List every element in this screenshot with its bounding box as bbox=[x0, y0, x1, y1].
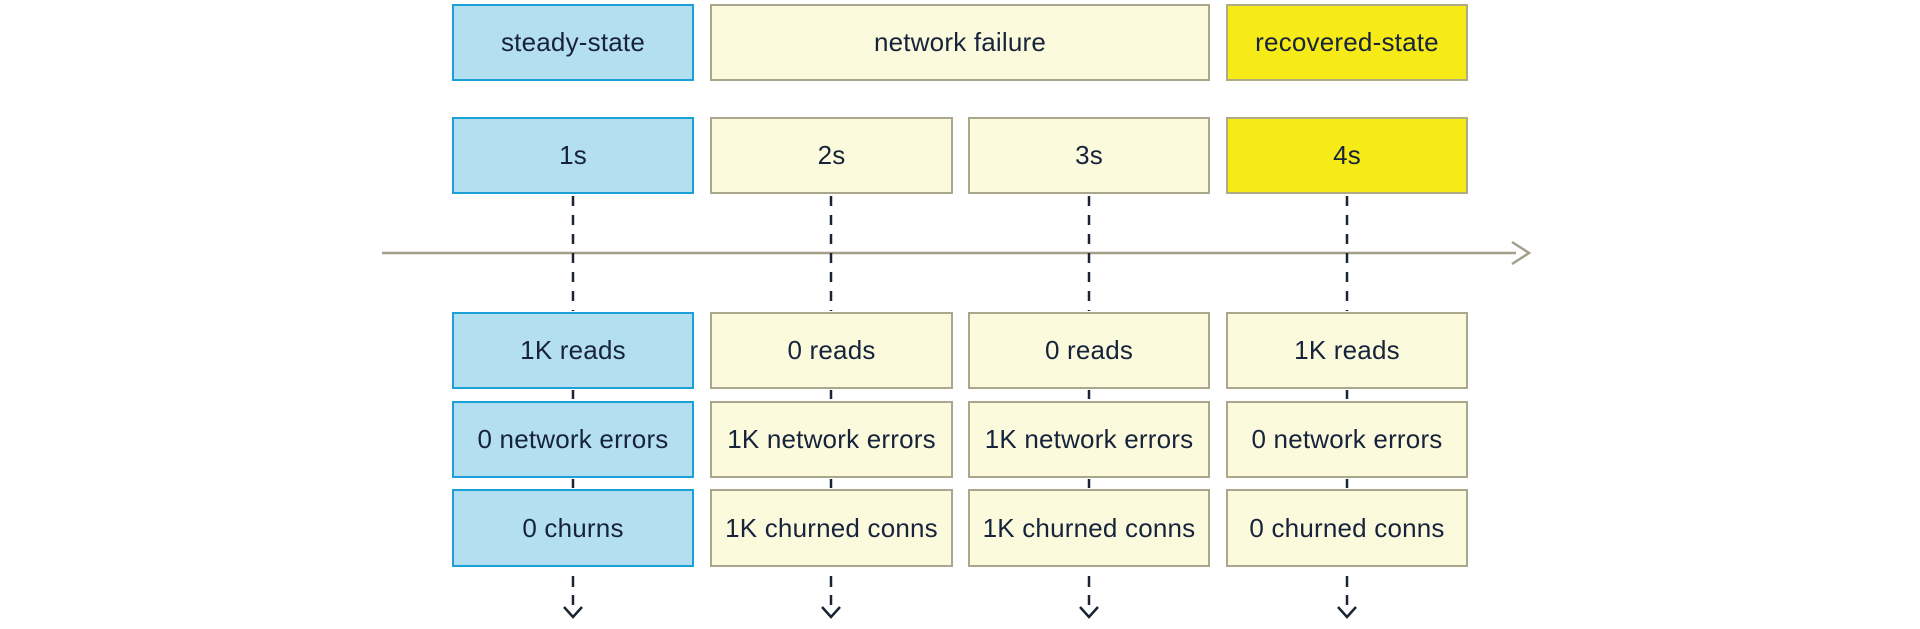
time-box-3s: 3s bbox=[968, 117, 1210, 194]
time-label: 2s bbox=[817, 140, 846, 170]
metric-label: 1K reads bbox=[520, 335, 626, 365]
phase-label: recovered-state bbox=[1255, 27, 1439, 57]
metric-label: 0 network errors bbox=[1251, 424, 1443, 454]
down-arrow-icon-2s bbox=[821, 606, 841, 619]
phase-box-steady-state: steady-state bbox=[452, 4, 694, 81]
timeline-arrowhead-icon bbox=[1511, 240, 1532, 266]
metric-box-network-errors-1s: 0 network errors bbox=[452, 401, 694, 478]
time-box-4s: 4s bbox=[1226, 117, 1468, 194]
metric-label: 0 network errors bbox=[477, 424, 669, 454]
metric-box-churns-1s: 0 churns bbox=[452, 489, 694, 567]
metric-box-network-errors-2s: 1K network errors bbox=[710, 401, 953, 478]
phase-label: steady-state bbox=[500, 27, 646, 57]
metric-box-churns-4s: 0 churned conns bbox=[1226, 489, 1468, 567]
time-label: 3s bbox=[1075, 140, 1103, 170]
metric-box-churns-3s: 1K churned conns bbox=[968, 489, 1210, 567]
metric-label: 0 reads bbox=[787, 335, 876, 365]
metric-label: 1K network errors bbox=[984, 424, 1194, 454]
phase-label: network failure bbox=[873, 27, 1047, 57]
down-arrow-icon-4s bbox=[1337, 606, 1357, 619]
metric-box-reads-3s: 0 reads bbox=[968, 312, 1210, 389]
metric-label: 0 churned conns bbox=[1249, 512, 1445, 543]
down-arrow-icon-1s bbox=[563, 606, 583, 619]
time-label: 4s bbox=[1333, 140, 1361, 170]
metric-box-network-errors-3s: 1K network errors bbox=[968, 401, 1210, 478]
metric-label: 1K network errors bbox=[727, 424, 936, 454]
metric-label: 1K churned conns bbox=[725, 512, 938, 543]
phase-box-network-failure: network failure bbox=[710, 4, 1210, 81]
phase-box-recovered-state: recovered-state bbox=[1226, 4, 1468, 81]
metric-box-network-errors-4s: 0 network errors bbox=[1226, 401, 1468, 478]
metric-label: 0 churns bbox=[522, 512, 624, 543]
metric-box-reads-2s: 0 reads bbox=[710, 312, 953, 389]
metric-box-reads-1s: 1K reads bbox=[452, 312, 694, 389]
time-label: 1s bbox=[559, 140, 587, 170]
down-arrow-icon-3s bbox=[1079, 606, 1099, 619]
time-box-2s: 2s bbox=[710, 117, 953, 194]
metric-box-churns-2s: 1K churned conns bbox=[710, 489, 953, 567]
time-box-1s: 1s bbox=[452, 117, 694, 194]
metric-label: 1K reads bbox=[1294, 335, 1400, 365]
metric-label: 1K churned conns bbox=[982, 512, 1196, 543]
metric-box-reads-4s: 1K reads bbox=[1226, 312, 1468, 389]
metric-label: 0 reads bbox=[1044, 335, 1134, 365]
